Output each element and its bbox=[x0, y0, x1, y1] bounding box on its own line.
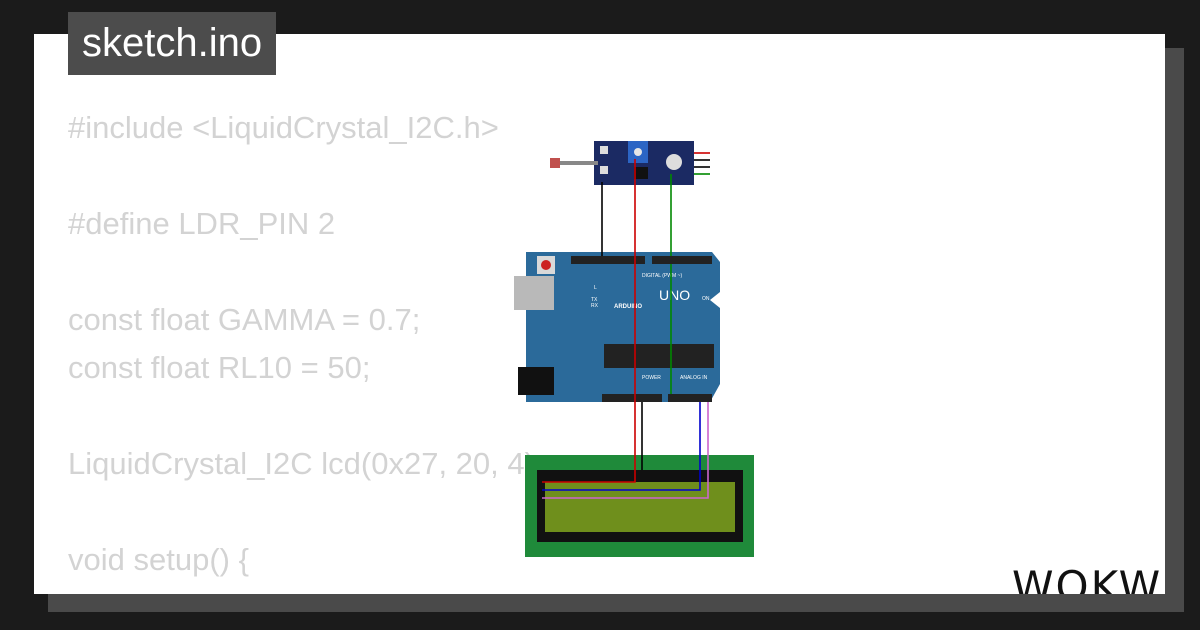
code-line bbox=[68, 392, 544, 440]
circuit-diagram: DIGITAL (PWM ~) UNO ARDUINO POWER ANALOG… bbox=[514, 141, 754, 557]
code-line bbox=[68, 488, 544, 536]
arduino-uno-board[interactable]: DIGITAL (PWM ~) UNO ARDUINO POWER ANALOG… bbox=[514, 252, 720, 402]
code-line: pinMode(LDR_PIN, INPUT); bbox=[68, 584, 544, 594]
wires bbox=[542, 152, 710, 499]
code-line bbox=[68, 248, 544, 296]
preview-card: #include <LiquidCrystal_I2C.h> #define L… bbox=[34, 34, 1165, 594]
code-line bbox=[68, 152, 544, 200]
digital-header-label: DIGITAL (PWM ~) bbox=[642, 273, 682, 279]
code-line: const float RL10 = 50; bbox=[68, 350, 371, 385]
code-editor: #include <LiquidCrystal_I2C.h> #define L… bbox=[68, 104, 544, 594]
code-line: void setup() { bbox=[68, 542, 249, 577]
lcd-display[interactable] bbox=[525, 455, 754, 557]
l-led-label: L bbox=[594, 285, 597, 291]
file-tab-sketch[interactable]: sketch.ino bbox=[68, 12, 277, 75]
wokwi-logo: WOKWi bbox=[1012, 562, 1165, 594]
tx-label: TX bbox=[591, 297, 598, 303]
on-led-label: ON bbox=[702, 296, 710, 302]
analog-header-label: ANALOG IN bbox=[680, 375, 708, 381]
board-brand-label: ARDUINO bbox=[614, 304, 642, 310]
code-line: #define LDR_PIN 2 bbox=[68, 206, 336, 241]
code-line: LiquidCrystal_I2C lcd(0x27, 20, 4); bbox=[68, 446, 544, 481]
board-model-label: UNO bbox=[659, 287, 690, 303]
rx-label: RX bbox=[591, 303, 599, 309]
code-line: const float GAMMA = 0.7; bbox=[68, 302, 421, 337]
power-header-label: POWER bbox=[642, 375, 661, 381]
ldr-sensor-module[interactable] bbox=[550, 141, 694, 185]
code-line: #include <LiquidCrystal_I2C.h> bbox=[68, 110, 499, 145]
